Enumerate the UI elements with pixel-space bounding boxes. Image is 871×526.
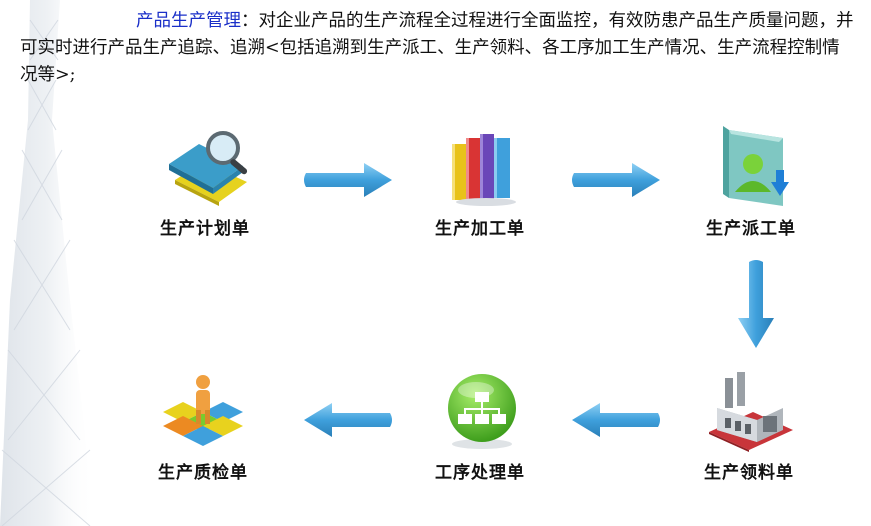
flow-node-dispatch: 生产派工单 (676, 122, 826, 239)
flow-node-label: 工序处理单 (435, 463, 525, 483)
arrow-left-icon (304, 403, 392, 437)
flow-node-material: 生产领料单 (674, 368, 824, 483)
flow-node-plan: 生产计划单 (130, 118, 280, 239)
flow-node-label: 生产计划单 (160, 219, 250, 239)
intro-text: ：对企业产品的生产流程全过程进行全面监控，有效防患产品生产质量问题，并可实时进行… (20, 11, 854, 85)
flow-node-quality: 生产质检单 (128, 370, 278, 483)
flow-node-processing: 生产加工单 (405, 122, 555, 239)
intro-paragraph: 产品生产管理：对企业产品的生产流程全过程进行全面监控，有效防患产品生产质量问题，… (20, 8, 855, 89)
book-magnifier-icon (169, 131, 248, 206)
user-folder-icon (723, 126, 789, 206)
flow-node-procedure: 工序处理单 (405, 370, 555, 483)
intro-highlight: 产品生产管理 (136, 11, 241, 31)
books-icon (452, 134, 516, 206)
factory-icon (709, 372, 793, 452)
arrow-right-icon (572, 163, 660, 197)
flow-node-label: 生产派工单 (706, 219, 796, 239)
flow-node-label: 生产质检单 (158, 463, 248, 483)
arrow-down-icon (738, 260, 774, 348)
hierarchy-icon (448, 374, 516, 449)
flow-node-label: 生产领料单 (704, 463, 794, 483)
arrow-right-icon (304, 163, 392, 197)
arrow-left-icon (572, 403, 660, 437)
flow-node-label: 生产加工单 (435, 219, 525, 239)
person-tiles-icon (163, 375, 243, 446)
tower-background-image (0, 0, 95, 526)
